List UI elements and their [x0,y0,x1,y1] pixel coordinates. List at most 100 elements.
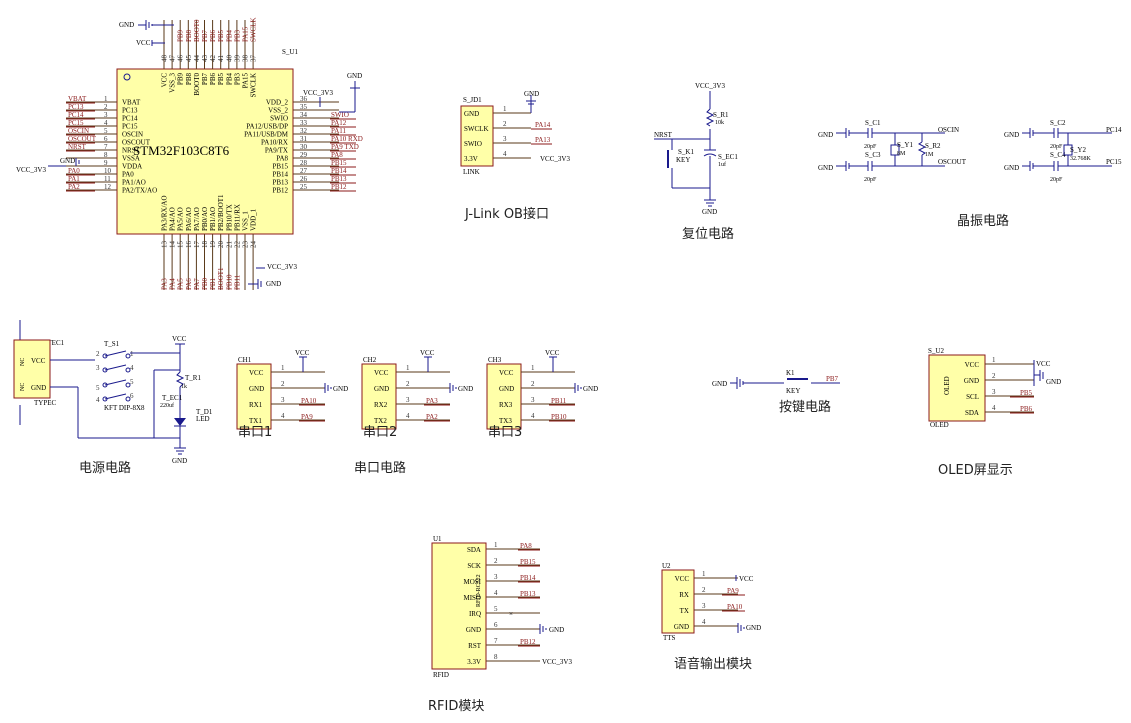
mcu-net-label: PA6 [185,278,193,290]
uart-pin-name: GND [499,385,514,393]
voice-pin-num: 2 [702,586,706,594]
mcu-pin-name: PB14 [272,171,288,179]
rfid-vcc-label: VCC_3V3 [542,658,572,666]
oled-net-label: PB6 [1020,405,1033,413]
mcu-net-label: PB1 [209,277,217,290]
reset-cap-icon [703,153,717,157]
rfid-pin-num: 4 [494,589,498,597]
mcu-pin-name: PB3 [233,73,241,86]
mcu-pin-name: PB15 [272,163,288,171]
oled-caption: OLED屏显示 [938,463,1013,478]
oled-body [928,354,986,422]
mcu-pin-name: BOOT0 [193,73,201,96]
key-des: K1 [786,369,795,377]
uart-gnd-label: GND [583,385,598,393]
crystal-c3: S_C3 [865,151,881,159]
power-sw-val: KFT DIP-8X8 [104,404,145,412]
uart-vcc-label: VCC [545,349,560,357]
reset-key-val: KEY [676,156,690,164]
uart-pin-name: RX3 [499,401,513,409]
mcu-pin-num: 38 [242,55,250,63]
rfid-pin-name: IRQ [469,610,481,618]
mcu-pin-name: PB9 [177,73,185,86]
uart-net-label: PB10 [551,413,567,421]
mcu-pin-name: PB8 [185,73,193,86]
oled-part: OLED [943,376,951,395]
mcu-pin-name: VCC [161,73,169,88]
svg-text:2: 2 [96,350,100,358]
power-sw-des: T_S1 [104,340,120,348]
oled-net-label: PB5 [1020,389,1033,397]
uart-pin-name: TX3 [499,417,512,425]
mcu-pin-name: VBAT [122,99,141,107]
oled-pin-name: VCC [965,361,980,369]
mcu-pin-num: 1 [104,95,108,103]
voice-pin-name: TX [680,607,689,615]
mcu-pin-name: PA5/AO [177,207,185,231]
mcu-pin-name: PB12 [272,187,288,195]
jlink-sub: LINK [463,168,480,176]
mcu-net-label: NRST [68,143,87,151]
mcu-net-label: PA12 [331,119,347,127]
mcu-pin-name: PB5 [217,73,225,86]
jlink-pin-num: 1 [503,105,507,113]
rfid-net-label: PB14 [520,574,536,582]
mcu-bottom-vcc33-label: VCC_3V3 [267,263,297,271]
voice-pin-num: 1 [702,570,706,578]
mcu-pin-num: 41 [217,55,225,63]
rfid-pin-num: 1 [494,541,498,549]
mcu-pin-num: 6 [104,135,108,143]
oled-sub: OLED [930,421,949,429]
mcu-pin-num: 5 [104,127,108,135]
mcu-pin-num: 3 [104,111,108,119]
crystal-y1: S_Y1 [897,141,913,149]
mcu-bottom-gnd-label: GND [266,280,281,288]
power-led-icon [174,418,186,426]
mcu-pin-num: 35 [300,103,308,111]
rfid-pin-name: 3.3V [467,658,481,666]
voice-pin-name: GND [674,623,689,631]
uart-body [361,363,397,430]
key-caption: 按键电路 [779,399,831,415]
oled-pin-name: SDA [965,409,979,417]
jlink-net-label: PA14 [535,121,551,129]
power-nc2: NC [20,383,26,391]
mcu-net-label: PB12 [331,183,347,191]
mcu-net-label: SWIO [331,111,349,119]
mcu-pin-num: 48 [161,55,169,63]
rfid-pin-name: RST [468,642,482,650]
mcu-pin-num: 36 [300,95,308,103]
voice-pin-num: 4 [702,618,706,626]
mcu-pin-name: VSS_1 [242,211,250,231]
mcu-pin-num: 39 [233,55,241,63]
rfid-net-label: PB12 [520,638,536,646]
jlink-gnd-label: GND [524,90,539,98]
mcu-pin-num: 40 [225,55,233,63]
svg-text:5: 5 [96,384,100,392]
svg-text:3: 3 [96,364,100,372]
crystal-c3v: 20pF [864,177,877,183]
mcu-designator: S_U1 [282,48,298,56]
oled-vcc-label: VCC [1036,360,1051,368]
power-r-val: 1k [181,384,187,390]
mcu-pin-name: PB10/TX [225,204,233,231]
mcu-pin-num: 46 [177,55,185,63]
mcu-pin-name: NRST [122,147,141,155]
key-gnd-label: GND [712,380,727,388]
voice-sub: TTS [663,634,676,642]
mcu-pin-name: PC14 [122,115,138,123]
reset-cap-des: S_EC1 [718,153,738,161]
mcu-pin-name: PB4 [225,73,233,86]
oled-des: S_U2 [928,347,944,355]
mcu-pin-name: VDDA [122,163,142,171]
mcu-pin-name: PB6 [209,73,217,86]
mcu-net-label: PA9 TXD [331,143,359,151]
mcu-part: STM32F103C8T6 [133,143,230,158]
mcu-net-label: PB8 [185,29,193,42]
rfid-part: RFID-RC522 [476,574,482,607]
rfid-sub: RFID [433,671,449,679]
pin1-marker-icon [123,73,131,81]
